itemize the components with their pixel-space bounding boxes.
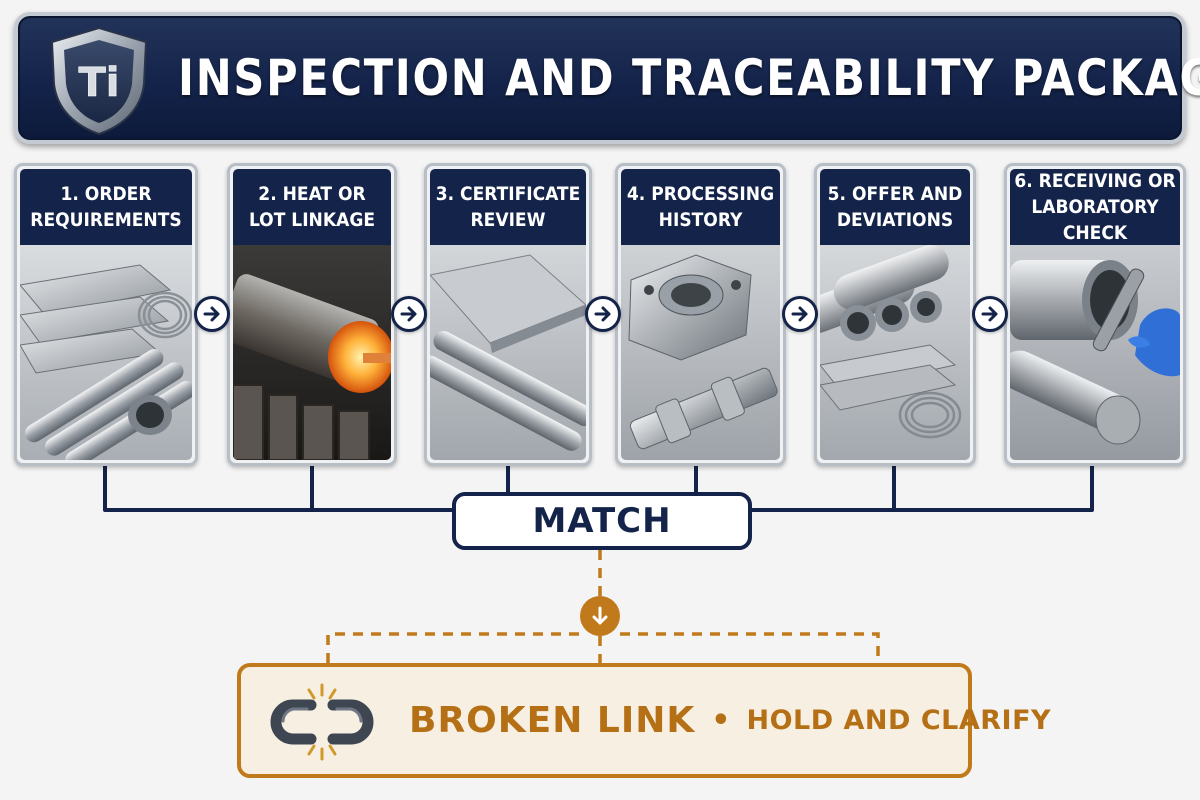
step-image-4 [621,245,780,460]
step-image-6 [1010,245,1180,460]
step-card-header: 4. PROCESSING HISTORY [621,169,780,245]
step-card-1: 1. ORDER REQUIREMENTS [14,163,198,466]
step-arrow-4 [782,296,818,332]
step-card-header: 1. ORDER REQUIREMENTS [20,169,192,245]
step-arrow-1 [194,296,230,332]
step-card-header: 3. CERTIFICATE REVIEW [430,169,586,245]
header-banner: Ti INSPECTION AND TRACEABILITY PACKAGE [14,12,1200,144]
arrow-right-icon [400,306,417,322]
match-label: MATCH [532,501,672,541]
step-image-3 [430,245,586,460]
step-label-4: 4. PROCESSING HISTORY [626,183,775,231]
broken-link-text: BROKEN LINK • HOLD AND CLARIFY [409,667,1051,774]
arrow-right-icon [594,306,611,322]
arrow-right-icon [203,306,220,322]
arrow-right-icon [791,306,808,322]
hold-and-clarify-label: HOLD AND CLARIFY [746,705,1052,736]
arrow-down-icon [592,606,608,625]
step-label-1: 1. ORDER REQUIREMENTS [30,183,182,231]
shield-icon: Ti [50,26,148,136]
step-label-2: 2. HEAT OR LOT LINKAGE [248,183,376,231]
step-label-3: 3. CERTIFICATE REVIEW [435,183,581,231]
separator-dot: • [711,703,731,738]
step-image-2 [233,245,391,460]
arrow-right-icon [981,306,998,322]
step-label-6: 6. RECEIVING OR LABORATORY CHECK [1014,170,1176,244]
match-box: MATCH [452,492,752,550]
step-card-3: 3. CERTIFICATE REVIEW [424,163,592,466]
step-arrow-2 [391,296,427,332]
step-label-5: 5. OFFER AND DEVIATIONS [827,183,963,231]
step-card-5: 5. OFFER AND DEVIATIONS [814,163,976,466]
step-card-6: 6. RECEIVING OR LABORATORY CHECK [1004,163,1186,466]
step-card-4: 4. PROCESSING HISTORY [615,163,786,466]
step-card-header: 5. OFFER AND DEVIATIONS [820,169,970,245]
down-arrow-badge [580,596,620,636]
page-title: INSPECTION AND TRACEABILITY PACKAGE [178,49,1200,107]
step-card-header: 2. HEAT OR LOT LINKAGE [233,169,391,245]
step-card-header: 6. RECEIVING OR LABORATORY CHECK [1010,169,1180,245]
broken-link-box: BROKEN LINK • HOLD AND CLARIFY [237,663,1051,778]
broken-link-label: BROKEN LINK [409,700,696,741]
step-image-5 [820,245,970,460]
step-arrow-5 [972,296,1008,332]
broken-chain-icon [270,683,374,761]
step-image-1 [20,245,192,460]
step-arrow-3 [585,296,621,332]
step-card-2: 2. HEAT OR LOT LINKAGE [227,163,397,466]
logo-text: Ti [79,60,120,106]
